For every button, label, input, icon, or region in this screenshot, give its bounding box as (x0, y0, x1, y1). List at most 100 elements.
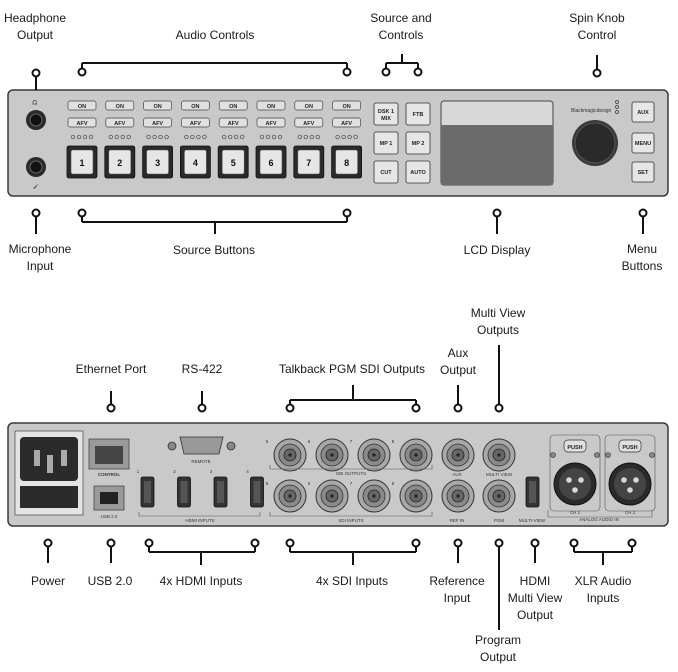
usb-port: USB 2.0 (93, 485, 125, 519)
spin-knob[interactable] (572, 120, 618, 166)
source-button[interactable] (221, 149, 245, 175)
afv-button[interactable] (332, 117, 361, 128)
panel-label-usb: USB 2.0 (101, 514, 118, 519)
on-button-label: ON (229, 104, 237, 110)
menu-key[interactable] (631, 132, 655, 154)
transition-button[interactable] (405, 160, 431, 184)
on-button[interactable] (105, 100, 135, 111)
sdi-input-number: 7 (350, 481, 353, 486)
label-spin-knob-line2: Control (578, 28, 617, 42)
hdmi-port-inner (217, 481, 224, 503)
sdi-input-number: 5 (266, 481, 269, 486)
hdmi-port-inner (253, 481, 261, 503)
afv-button[interactable] (181, 117, 210, 128)
label-ethernet: Ethernet Port (76, 362, 147, 376)
source-button[interactable] (70, 149, 94, 175)
label-lcd: LCD Display (464, 243, 531, 257)
menu-key[interactable] (631, 101, 655, 123)
label-hdmi-mv-line1: HDMI (520, 574, 551, 588)
sdi-input-bnc-pin (288, 494, 292, 498)
xlr-pin (566, 477, 572, 483)
sdi-input-number: 6 (308, 481, 311, 486)
level-led (265, 134, 271, 140)
afv-button-label: AFV (77, 121, 88, 127)
source-button-label: 7 (306, 158, 311, 168)
on-button[interactable] (256, 100, 286, 111)
transition-button[interactable] (405, 131, 431, 155)
label-xlr-line2: Inputs (587, 591, 620, 605)
level-led (259, 134, 265, 140)
aux-output-bnc-pin (456, 453, 460, 457)
label-headphone-line2: Output (17, 28, 54, 42)
rear-callout-dots (43, 403, 637, 548)
source-button[interactable] (259, 149, 283, 175)
xlr-push-tab[interactable] (563, 439, 587, 453)
xlr-frame (604, 434, 656, 512)
front-callouts (35, 54, 644, 234)
xlr-push-tab[interactable] (618, 439, 642, 453)
transition-button-label: MP 1 (380, 141, 393, 147)
microphone-jack: 🎤 (26, 157, 46, 189)
menu-key[interactable] (631, 161, 655, 183)
afv-button[interactable] (218, 117, 248, 128)
panel-label-aux: AUX (452, 472, 461, 477)
menu-key-label: MENU (635, 141, 651, 147)
on-button[interactable] (218, 100, 248, 111)
afv-button[interactable] (105, 117, 135, 128)
label-program-line1: Program (475, 633, 521, 647)
label-multiview-line2: Outputs (477, 323, 519, 337)
label-hdmi-mv-line3: Output (517, 608, 554, 622)
microphone-icon: 🎤 (33, 183, 39, 189)
source-button-label: 5 (231, 158, 236, 168)
level-led (108, 134, 113, 140)
panel-label-hdmi-inputs: HDMI INPUTS (185, 518, 214, 523)
panel-label-sdi-outputs: SDI OUTPUTS (336, 471, 366, 476)
ethernet-port: CONTROL (88, 438, 130, 477)
sdi-output-number: 8 (392, 439, 395, 444)
ref-input-bnc-pin (456, 494, 460, 498)
label-aux-line2: Output (440, 363, 477, 377)
transition-button[interactable] (405, 102, 431, 126)
label-hdmi-mv-line2: Multi View (508, 591, 563, 605)
panel-label-pgm: PGM (494, 518, 505, 523)
sdi-input-number: 8 (392, 481, 395, 486)
sdi-output-bnc-pin (330, 453, 334, 457)
front-panel: 🎧 🎤 ONAFVONAFVONAFVONAFVONAFVONAFVONAFVO… (7, 89, 669, 197)
level-led (277, 134, 283, 140)
label-menu-line1: Menu (627, 242, 657, 256)
xlr-screw (605, 452, 611, 458)
xlr-screw (594, 452, 600, 458)
afv-button[interactable] (67, 117, 97, 128)
source-button[interactable] (108, 149, 132, 175)
level-led (202, 134, 207, 140)
panel-label-remote: REMOTE (191, 459, 210, 464)
xlr-frame (549, 434, 601, 512)
lcd-display (440, 100, 554, 186)
afv-button[interactable] (143, 117, 172, 128)
panel-label-analog-audio: ANALOG AUDIO IN (579, 517, 619, 522)
source-button[interactable] (184, 149, 207, 175)
source-button[interactable] (335, 149, 358, 175)
afv-button[interactable] (294, 117, 324, 128)
panel-label-sdi-inputs: SDI INPUTS (338, 518, 363, 523)
transition-button[interactable] (373, 131, 399, 155)
on-button[interactable] (143, 100, 172, 111)
afv-button[interactable] (256, 117, 286, 128)
source-button[interactable] (297, 149, 321, 175)
level-led (88, 134, 94, 140)
label-usb: USB 2.0 (88, 574, 133, 588)
on-button[interactable] (332, 100, 361, 111)
sdi-output-number: 5 (266, 439, 269, 444)
on-button[interactable] (181, 100, 210, 111)
source-button[interactable] (146, 149, 169, 175)
rear-callout-labels: Ethernet Port RS-422 Talkback PGM SDI Ou… (31, 306, 632, 664)
sdi-output-bnc-pin (414, 453, 418, 457)
label-ref-line1: Reference (429, 574, 485, 588)
on-button[interactable] (294, 100, 324, 111)
on-button[interactable] (67, 100, 97, 111)
transition-button[interactable] (373, 102, 399, 126)
transition-button[interactable] (373, 160, 399, 184)
level-led (152, 134, 157, 140)
sdi-input-bnc-pin (330, 494, 334, 498)
